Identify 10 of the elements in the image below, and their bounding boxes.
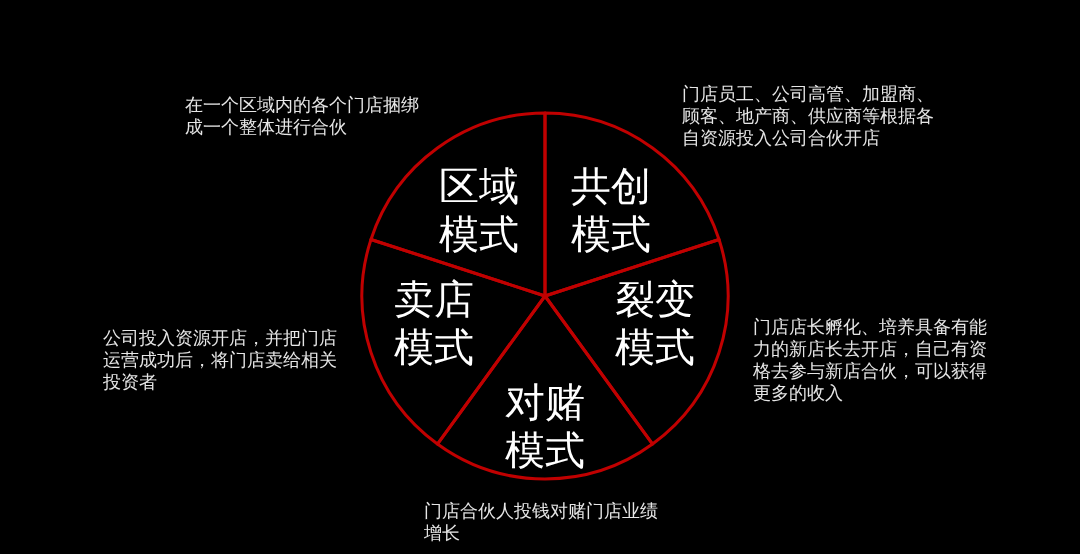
description-text: 门店店长孵化、培养具备有能力的新店长去开店，自己有资格去参与新店合伙，可以获得更多的收入 [753, 316, 988, 404]
segment-label: 对赌模式 [504, 378, 586, 474]
description-text: 门店合伙人投钱对赌门店业绩增长 [424, 500, 659, 544]
segment-label: 卖店模式 [393, 275, 475, 371]
description-text: 门店员工、公司高管、加盟商、顾客、地产商、供应商等根据各自资源投入公司合伙开店 [682, 83, 935, 149]
segment-label: 共创模式 [570, 162, 652, 258]
segment-label: 区域模式 [438, 162, 520, 258]
description-text: 在一个区域内的各个门店捆绑成一个整体进行合伙 [185, 94, 420, 138]
description-text: 公司投入资源开店，并把门店运营成功后，将门店卖给相关投资者 [103, 327, 338, 393]
segment-label: 裂变模式 [614, 275, 696, 371]
